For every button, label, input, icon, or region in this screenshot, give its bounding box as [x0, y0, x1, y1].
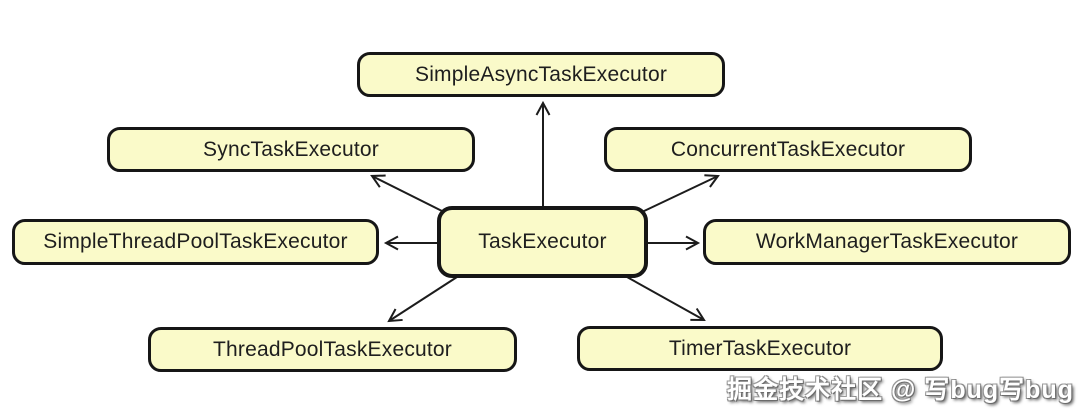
arrow-to-synctaskexecutor: [370, 174, 445, 213]
node-simpleasynctaskexecutor: SimpleAsyncTaskExecutor: [357, 52, 725, 97]
arrow-to-concurrenttaskexecutor: [641, 174, 720, 213]
node-taskexecutor: TaskExecutor: [437, 206, 648, 278]
node-threadpooltaskexecutor: ThreadPoolTaskExecutor: [148, 327, 517, 372]
node-concurrenttaskexecutor: ConcurrentTaskExecutor: [604, 127, 972, 172]
arrow-to-timertaskexecutor: [626, 276, 706, 322]
node-workmanagertaskexecutor: WorkManagerTaskExecutor: [703, 219, 1071, 265]
watermark: 掘金技术社区 @ 写bug写bug: [727, 376, 1074, 404]
node-synctaskexecutor: SyncTaskExecutor: [107, 127, 475, 172]
arrow-to-threadpooltaskexecutor: [387, 276, 458, 323]
node-simplethreadpooltaskexecutor: SimpleThreadPoolTaskExecutor: [12, 219, 379, 265]
node-timertaskexecutor: TimerTaskExecutor: [577, 326, 943, 371]
